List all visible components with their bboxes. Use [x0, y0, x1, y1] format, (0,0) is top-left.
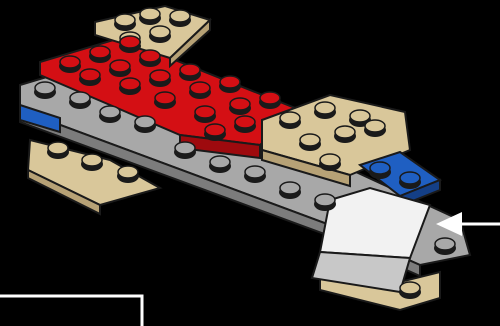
stud: [229, 98, 251, 115]
stud: [69, 92, 91, 109]
stud: [81, 154, 103, 171]
stud: [169, 10, 191, 27]
stud: [109, 60, 131, 77]
stud: [47, 142, 69, 159]
stud: [234, 116, 256, 133]
stud: [34, 82, 56, 99]
stud: [314, 194, 336, 211]
stud: [139, 8, 161, 25]
stud: [119, 78, 141, 95]
stud: [314, 102, 336, 119]
stud: [209, 156, 231, 173]
stud: [364, 120, 386, 137]
stud: [434, 238, 456, 255]
stud: [139, 50, 161, 67]
stud: [279, 112, 301, 129]
stud: [114, 14, 136, 31]
stud: [244, 166, 266, 183]
stud: [79, 69, 101, 86]
stud: [194, 106, 216, 123]
stud: [149, 26, 171, 43]
stud: [189, 82, 211, 99]
stud: [334, 126, 356, 143]
stud: [399, 172, 421, 189]
stud: [174, 142, 196, 159]
stud: [369, 162, 391, 179]
stud: [119, 36, 141, 53]
stud: [117, 166, 139, 183]
stud: [149, 70, 171, 87]
stud: [134, 116, 156, 133]
stud: [299, 134, 321, 151]
stud: [399, 282, 421, 299]
stud: [99, 106, 121, 123]
stud: [259, 92, 281, 109]
stud: [319, 154, 341, 171]
stud: [179, 64, 201, 81]
stud: [59, 56, 81, 73]
stud: [154, 92, 176, 109]
stud: [89, 46, 111, 63]
stud: [219, 76, 241, 93]
stud: [279, 182, 301, 199]
stud: [204, 124, 226, 141]
